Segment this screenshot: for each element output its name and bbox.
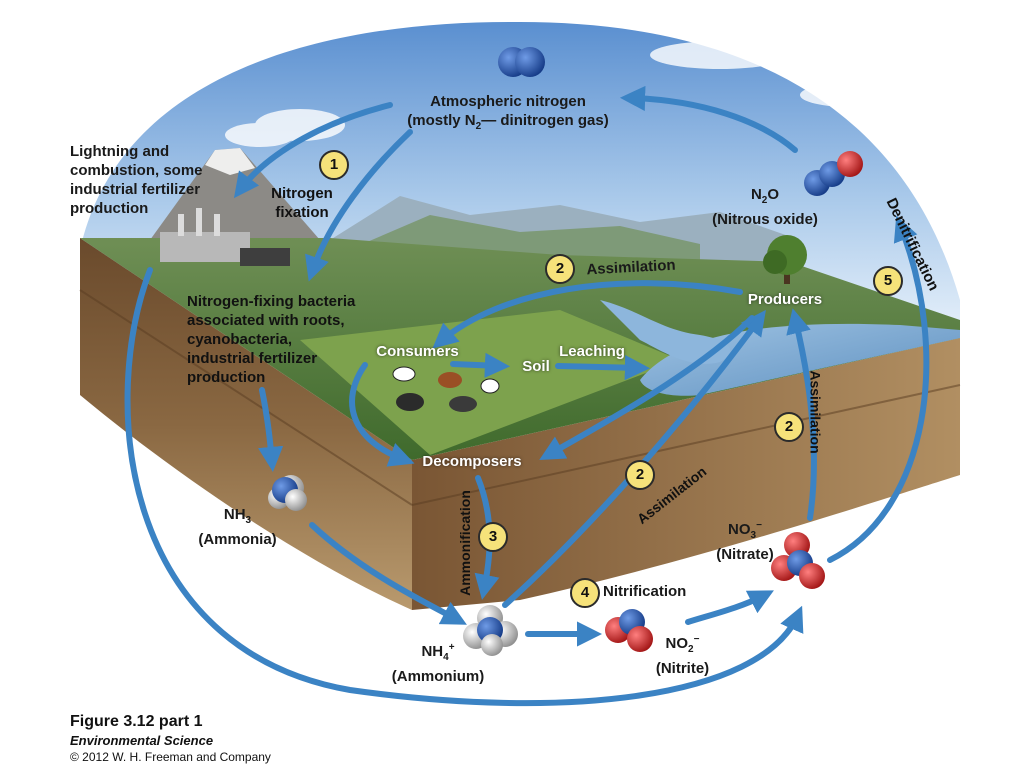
step-badge-2-mid: 2 xyxy=(625,460,655,490)
n2o-molecule xyxy=(804,151,863,196)
step-badge-3: 3 xyxy=(478,522,508,552)
cycle-arrows xyxy=(124,85,930,707)
step-badge-4: 4 xyxy=(570,578,600,608)
clouds xyxy=(225,41,900,147)
soil-right-face xyxy=(412,338,960,610)
nh4-molecule xyxy=(463,605,518,656)
no3-label: NO3− (Nitrate) xyxy=(716,520,774,563)
arrow-nitrate-to-n2o xyxy=(827,215,930,563)
decomposers-label: Decomposers xyxy=(422,453,522,470)
arrow-soil-to-leaching xyxy=(555,355,651,381)
soil-front-face xyxy=(80,238,412,610)
no3-molecule xyxy=(771,532,825,589)
lightning-label: Lightning and combustion, some industria… xyxy=(70,143,203,217)
arrow-producers-to-decomposers xyxy=(539,315,755,460)
n2o-label: N2O (Nitrous oxide) xyxy=(712,186,818,228)
step-badge-2-right: 2 xyxy=(774,412,804,442)
cows xyxy=(392,366,500,412)
no2-molecule xyxy=(605,609,653,652)
nitrogen-fixation-label: Nitrogen fixation xyxy=(271,185,333,221)
step-badge-1: 1 xyxy=(319,150,349,180)
copyright-line: © 2012 W. H. Freeman and Company xyxy=(70,750,271,764)
leaching-label: Leaching xyxy=(559,343,625,360)
arrow-producers-to-consumers xyxy=(432,280,743,349)
no2-label: NO2− (Nitrite) xyxy=(655,634,710,677)
nh4-label: NH4+ (Ammonium) xyxy=(391,642,485,685)
consumers-label: Consumers xyxy=(376,343,459,360)
nitrification-label: Nitrification xyxy=(603,583,687,600)
river xyxy=(600,300,731,364)
book-title: Environmental Science xyxy=(70,733,214,748)
arrow-nitrite-to-nitrate xyxy=(685,590,774,625)
step-badge-2-top: 2 xyxy=(545,254,575,284)
figure-caption: Figure 3.12 part 1 xyxy=(70,713,203,730)
arrow-big-loop-to-nitrate xyxy=(124,267,804,707)
arrow-atmosphere-to-lightning xyxy=(233,102,393,199)
producers-label: Producers xyxy=(747,291,823,308)
arrow-denitrification-to-atmosphere xyxy=(619,85,798,153)
arrow-consumers-to-decomposers xyxy=(349,362,415,467)
soil-label: Soil xyxy=(522,358,550,375)
nh3-molecule xyxy=(268,475,307,511)
arrow-bacteria-to-nh3 xyxy=(258,387,284,473)
nh3-label: NH3 (Ammonia) xyxy=(198,506,277,548)
assimilation-right-label: Assimilation xyxy=(807,370,824,454)
arrow-nh3-to-ammonium xyxy=(309,522,467,625)
arrow-nitrate-to-producers xyxy=(786,308,818,521)
step-badge-5: 5 xyxy=(873,266,903,296)
arrow-atmosphere-to-bacteria xyxy=(305,129,413,282)
atmospheric-nitrogen-label: Atmospheric nitrogen (mostly N2— dinitro… xyxy=(407,93,609,132)
power-plant xyxy=(160,208,290,266)
n2-molecule xyxy=(498,47,545,77)
ammonification-label: Ammonification xyxy=(456,490,473,596)
tree xyxy=(763,235,807,284)
arrow-consumers-to-soil xyxy=(450,352,511,378)
nitrogen-fixing-bacteria-label: Nitrogen-fixing bacteria associated with… xyxy=(187,293,356,386)
